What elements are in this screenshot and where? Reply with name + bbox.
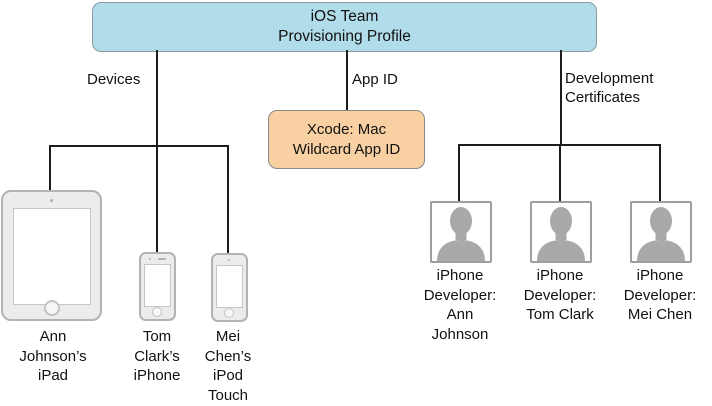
devices-branch-label: Devices [87, 71, 141, 88]
person-silhouette [637, 207, 685, 261]
app-id-branch-label: App ID [352, 71, 398, 88]
connector-certificates-vertical [560, 50, 562, 144]
connector-cert1-drop [458, 145, 460, 201]
certificate-label-mei: iPhone Developer: Mei Chen [623, 267, 697, 323]
device-label-ipod: Mei Chen’s iPod Touch [204, 328, 252, 404]
xcode-wildcard-app-id-box: Xcode: Mac Wildcard App ID [268, 110, 425, 169]
connector-ipad-drop [49, 146, 51, 190]
ipad-icon [1, 190, 102, 321]
ipod-screen [216, 265, 243, 308]
device-label-ipad: Ann Johnson’s iPad [19, 328, 87, 384]
iphone-camera-dot [149, 258, 151, 260]
certificate-label-tom: iPhone Developer: Tom Clark [523, 267, 597, 323]
connector-devices-vertical [156, 50, 158, 145]
ipod-home-button [224, 308, 234, 318]
iphone-speaker-slot [158, 258, 166, 260]
connector-appid-vertical [346, 50, 348, 110]
connector-ipod-drop [227, 146, 229, 253]
connector-devices-horizontal [49, 145, 229, 147]
ipad-camera-dot [50, 199, 53, 202]
certificate-label-ann: iPhone Developer: Ann Johnson [423, 267, 497, 343]
ipad-home-button [44, 300, 60, 316]
ipod-touch-icon [211, 253, 248, 322]
person-portrait-icon [630, 201, 692, 263]
device-label-iphone: Tom Clark’s iPhone [133, 328, 181, 384]
iphone-screen [144, 264, 171, 307]
person-silhouette [537, 207, 585, 261]
person-portrait-icon [430, 201, 492, 263]
person-silhouette [437, 207, 485, 261]
certificates-branch-label: Development Certificates [565, 70, 654, 106]
ipod-camera-dot [228, 259, 230, 261]
connector-cert3-drop [659, 145, 661, 201]
person-portrait-icon [530, 201, 592, 263]
team-provisioning-profile-box: iOS Team Provisioning Profile [92, 2, 597, 52]
iphone-home-button [152, 307, 162, 317]
connector-iphone-drop [156, 146, 158, 252]
connector-cert2-drop [559, 145, 561, 201]
iphone-icon [139, 252, 176, 321]
ipad-screen [13, 208, 91, 305]
